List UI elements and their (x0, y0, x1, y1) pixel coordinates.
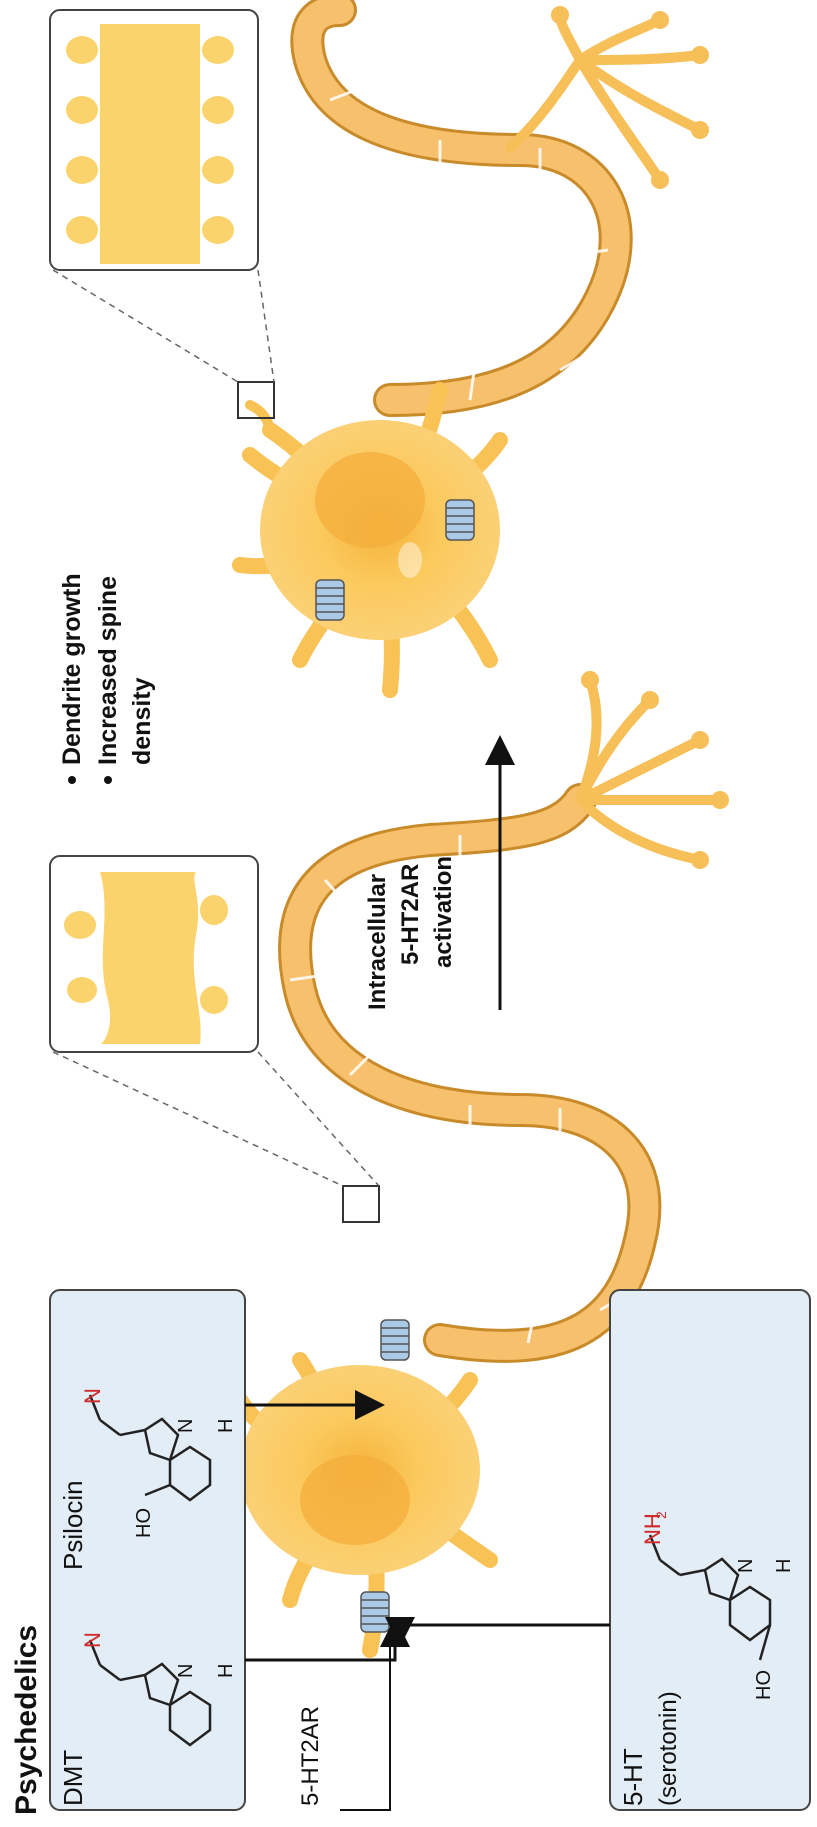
receptor-before-2 (361, 1592, 389, 1632)
activation-arrow: Intracellular 5-HT2AR activation (364, 750, 500, 1010)
psychedelics-panel: DMT N N H Psilocin HO N N H (50, 1290, 245, 1810)
dmt-n-label: N (80, 1632, 105, 1648)
svg-text:N: N (735, 1559, 757, 1573)
effect-2: Increased spine (94, 576, 122, 765)
receptor-after-2 (446, 500, 474, 540)
dmt-label: DMT (58, 1750, 88, 1806)
inset-after (50, 10, 274, 382)
svg-text:HO: HO (753, 1670, 775, 1700)
title: Psychedelics (10, 1625, 43, 1815)
svg-text:N: N (175, 1664, 197, 1678)
serotonin-panel: 5-HT (serotonin) HO NH 2 N H (610, 1290, 810, 1810)
arrow-label-2: 5-HT2AR (397, 864, 424, 965)
effect-3: density (128, 677, 156, 765)
svg-text:N: N (175, 1419, 197, 1433)
serotonin-label-2: (serotonin) (655, 1691, 682, 1806)
svg-text:H: H (215, 1419, 237, 1433)
neuron-after (238, 6, 709, 690)
receptor-label: 5-HT2AR (297, 1706, 324, 1806)
arrow-label-1: Intracellular (364, 874, 391, 1010)
svg-text:N: N (80, 1388, 105, 1404)
receptor-before-1 (381, 1320, 409, 1360)
effects-list: Dendrite growth Increased spine density (58, 573, 156, 784)
receptor-after-1 (316, 580, 344, 620)
psilocin-label: Psilocin (58, 1480, 88, 1570)
svg-text:H: H (215, 1664, 237, 1678)
receptor-leader (340, 1640, 390, 1810)
serotonin-label-1: 5-HT (618, 1748, 648, 1806)
svg-text:H: H (773, 1559, 795, 1573)
svg-text:HO: HO (133, 1508, 155, 1538)
effect-1: Dendrite growth (58, 573, 86, 765)
arrow-label-3: activation (430, 856, 457, 968)
svg-text:2: 2 (653, 1511, 669, 1519)
zoom-marker-before (343, 1186, 379, 1222)
